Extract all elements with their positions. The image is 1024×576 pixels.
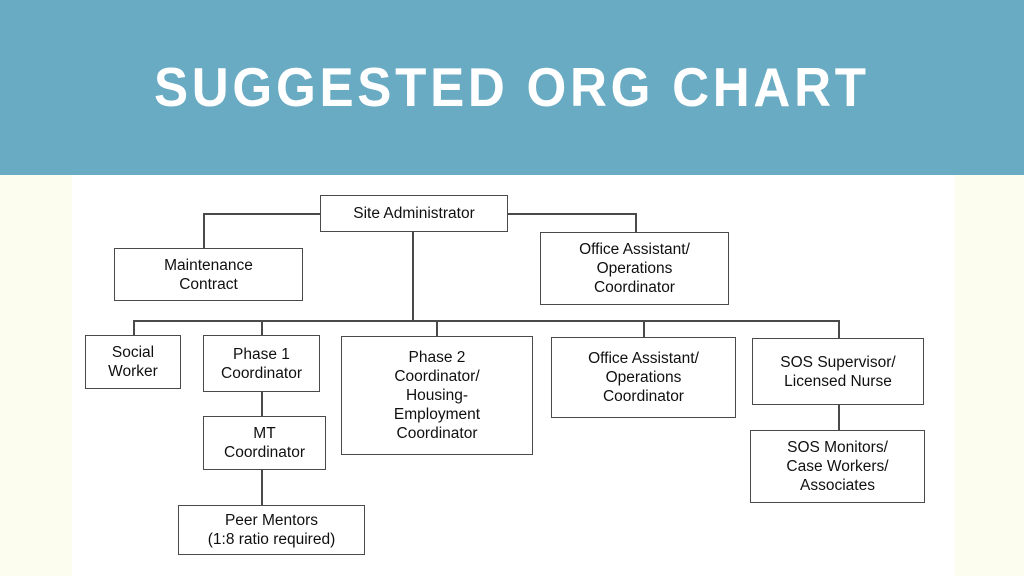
org-node-maintenance-contract[interactable]: Maintenance Contract (114, 248, 303, 301)
org-node-peer-mentors[interactable]: Peer Mentors (1:8 ratio required) (178, 505, 365, 555)
connector-phase-1-drop (261, 320, 263, 335)
org-node-office-assistant-1[interactable]: Office Assistant/ Operations Coordinator (540, 232, 729, 305)
org-node-phase-2-coordinator[interactable]: Phase 2 Coordinator/ Housing- Employment… (341, 336, 533, 455)
org-node-sos-supervisor[interactable]: SOS Supervisor/ Licensed Nurse (752, 338, 924, 405)
connector-admin-stem (412, 231, 414, 320)
org-node-sos-monitors[interactable]: SOS Monitors/ Case Workers/ Associates (750, 430, 925, 503)
connector-maintenance-drop (203, 213, 205, 248)
connector-admin-to-office-assistant-horizontal (507, 213, 637, 215)
org-node-phase-1-coordinator[interactable]: Phase 1 Coordinator (203, 335, 320, 392)
org-chart: Site Administrator Maintenance Contract … (0, 175, 1024, 576)
org-node-social-worker[interactable]: Social Worker (85, 335, 181, 389)
connector-phase-1-to-mt (261, 392, 263, 417)
connector-office-assistant-2-drop (643, 320, 645, 337)
org-node-site-administrator[interactable]: Site Administrator (320, 195, 508, 232)
connector-main-bus-bar (133, 320, 839, 322)
org-node-office-assistant-2[interactable]: Office Assistant/ Operations Coordinator (551, 337, 736, 418)
connector-social-worker-drop (133, 320, 135, 335)
connector-mt-to-peer-mentors (261, 470, 263, 506)
slide-header-banner: SUGGESTED ORG CHART (0, 0, 1024, 175)
connector-phase-2-drop (436, 320, 438, 336)
connector-sos-supervisor-drop (838, 320, 840, 338)
left-margin-band (0, 175, 72, 576)
connector-admin-to-maintenance-horizontal (203, 213, 322, 215)
connector-office-assistant-1-drop (635, 213, 637, 232)
right-margin-band (955, 175, 1024, 576)
page-title: SUGGESTED ORG CHART (154, 56, 870, 118)
connector-sos-supervisor-to-monitors (838, 405, 840, 430)
org-node-mt-coordinator[interactable]: MT Coordinator (203, 416, 326, 470)
